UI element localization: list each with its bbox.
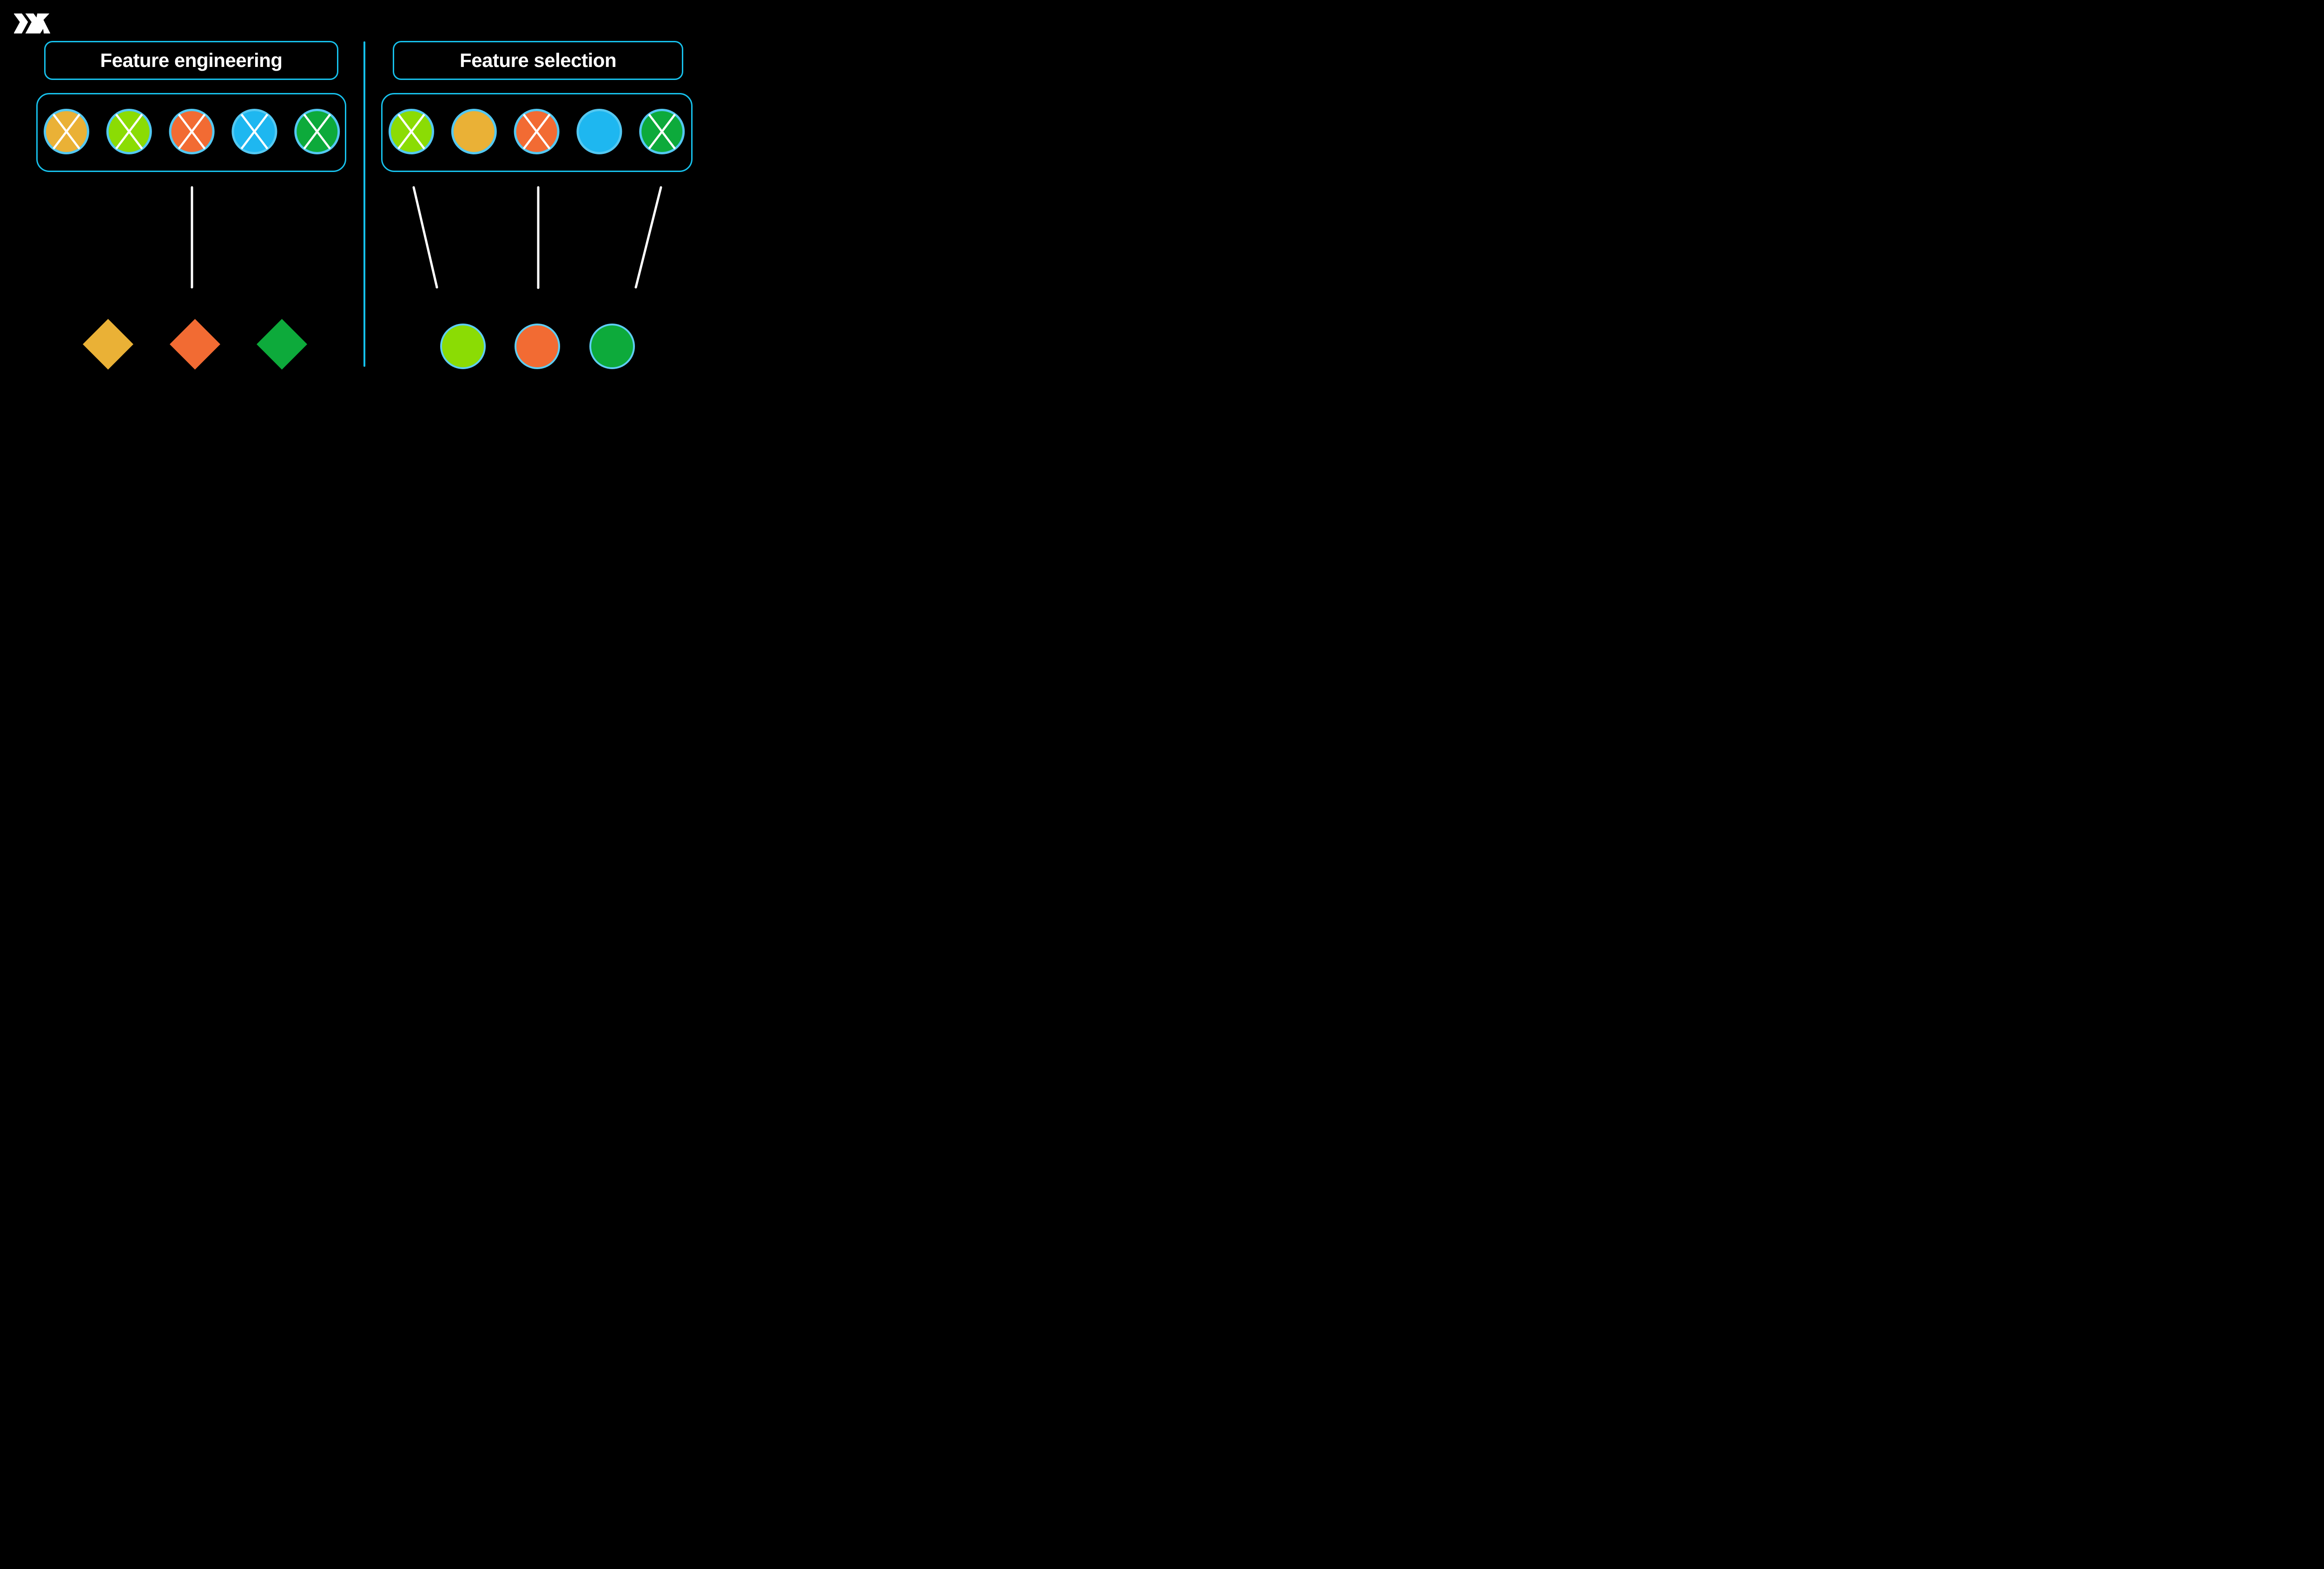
feature-circle-blue — [576, 109, 622, 154]
selected-feature-circle-orange — [515, 324, 560, 369]
feature-engineering-input-box — [36, 93, 346, 172]
cross-mark-icon — [53, 113, 80, 150]
feature-selection-input-box — [381, 93, 693, 172]
feature-engineering-title-box: Feature engineering — [44, 41, 338, 80]
logo-chevron-1 — [14, 13, 28, 33]
cross-mark-icon — [303, 113, 331, 150]
panel-divider-line — [363, 41, 365, 367]
cross-mark-icon — [522, 113, 551, 150]
cross-mark-icon — [648, 113, 676, 150]
diagram-canvas: Feature engineering Feature selection — [0, 0, 729, 410]
selected-feature-circle-lime — [440, 324, 486, 369]
feature-selection-title: Feature selection — [460, 49, 616, 71]
feature-engineering-circles — [44, 109, 340, 154]
engineered-feature-diamond-amber — [83, 319, 133, 370]
feature-circle-amber — [451, 109, 497, 154]
chevron-x-logo-icon — [14, 13, 50, 33]
selection-arrow-3 — [636, 186, 662, 289]
engineered-feature-diamond-green — [257, 319, 307, 370]
feature-selection-title-box: Feature selection — [393, 41, 683, 80]
selection-arrow-1 — [412, 186, 437, 289]
logo-x-glyph — [33, 13, 50, 33]
feature-engineering-title: Feature engineering — [100, 49, 283, 71]
cross-mark-icon — [178, 113, 206, 150]
cross-mark-icon — [115, 113, 143, 150]
selected-feature-circle-green — [589, 324, 635, 369]
logo-chevron-2 — [25, 13, 40, 33]
engineered-feature-diamond-orange — [170, 319, 220, 370]
feature-selection-circles — [389, 109, 685, 154]
cross-mark-icon — [397, 113, 425, 150]
cross-mark-icon — [240, 113, 269, 150]
